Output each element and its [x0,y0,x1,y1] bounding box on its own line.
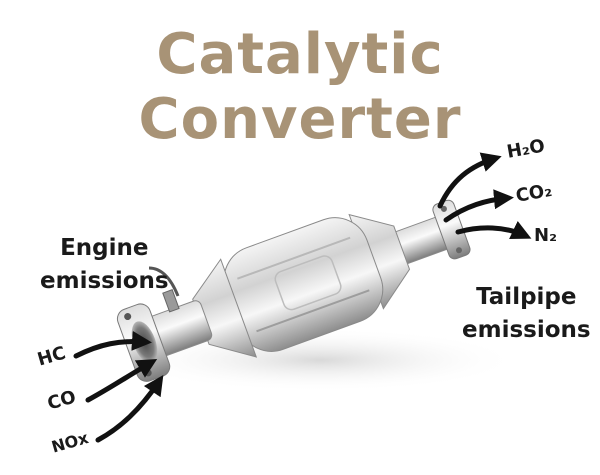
engine-emissions-line1: Engine [60,235,149,261]
arrow-nox [95,375,164,443]
arrow-n2 [455,220,532,240]
oxygen-sensor [162,289,180,313]
engine-emissions-label: Engine emissions [40,232,169,298]
diagram-title: Catalytic Converter [138,22,462,152]
arrow-co [85,358,158,403]
gas-label-n2: N₂ [534,225,557,246]
tailpipe-emissions-line2: emissions [462,317,591,343]
arrow-h2o [437,152,502,209]
arrow-hc [73,330,152,359]
tailpipe-emissions-label: Tailpipe emissions [462,281,591,347]
sensor-wire [148,266,180,297]
engine-emissions-line2: emissions [40,268,169,294]
tailpipe-emissions-line1: Tailpipe [476,284,577,310]
arrow-co2 [443,189,514,223]
